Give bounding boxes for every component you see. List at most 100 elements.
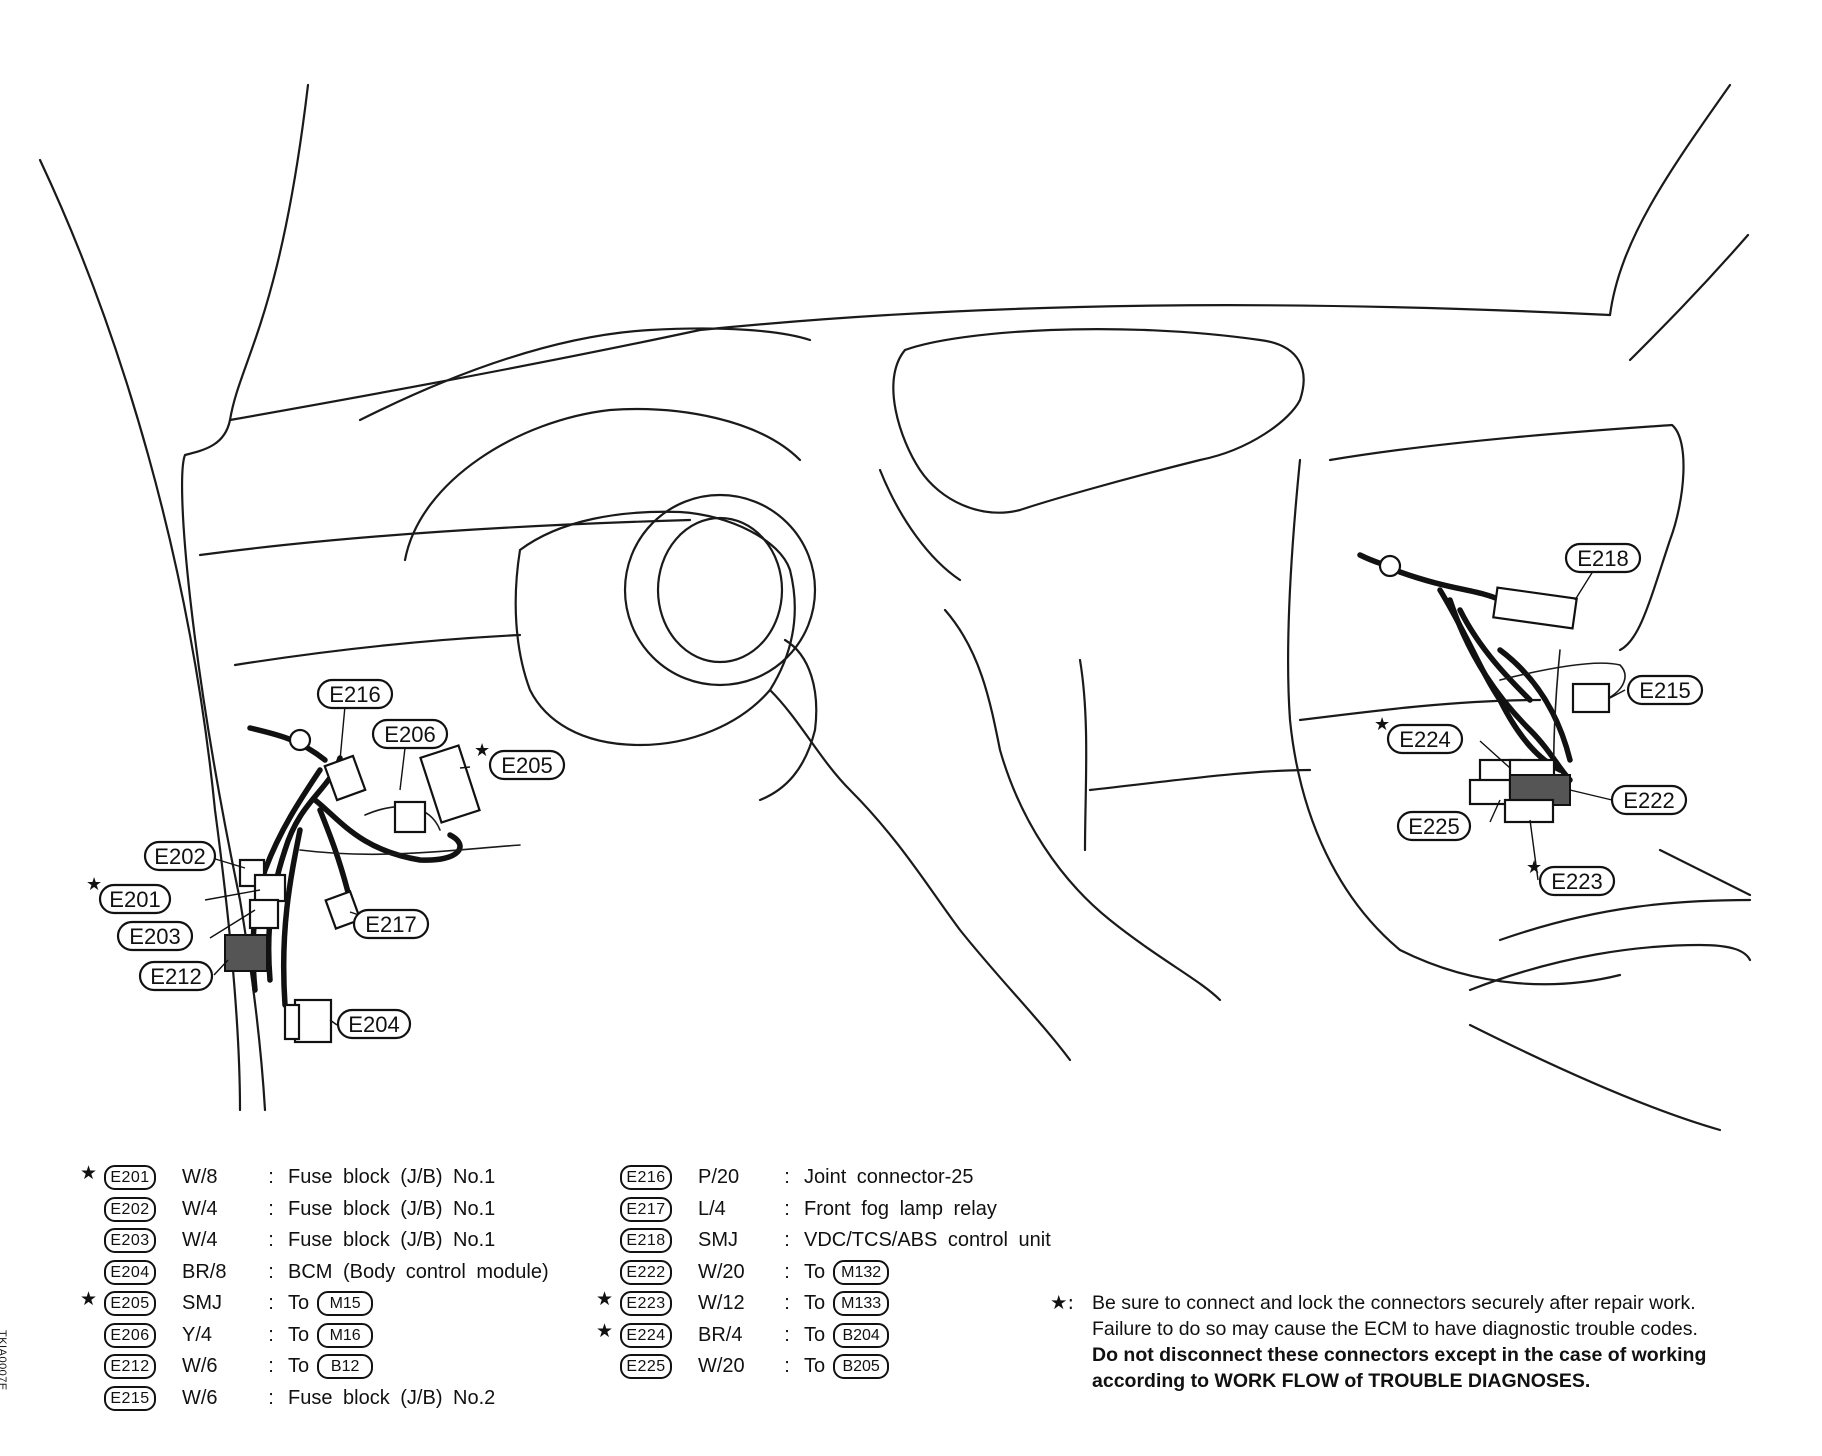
callout-e224: ★ E224: [1374, 714, 1464, 755]
service-note: ★: Be sure to connect and lock the conne…: [1050, 1290, 1706, 1394]
connector-description: Fuse block (J/B) No.1: [288, 1166, 496, 1189]
callout-e216: E216: [316, 678, 394, 710]
connector-reference: B12: [317, 1354, 374, 1380]
callout-e206-label: E206: [384, 722, 435, 747]
note-line-2: Failure to do so may cause the ECM to ha…: [1092, 1318, 1698, 1340]
connector-code: E217: [620, 1196, 672, 1222]
note-line-3: Do not disconnect these connectors excep…: [1092, 1344, 1707, 1366]
wire-spec: W/4: [182, 1197, 218, 1220]
connector-description: To: [804, 1323, 826, 1346]
connector-code: E202: [104, 1196, 156, 1222]
connector-code: E201: [104, 1165, 156, 1191]
separator: :: [784, 1166, 790, 1189]
wire-spec: W/8: [182, 1166, 218, 1189]
legend-row: E206 Y/4 : To M16: [104, 1320, 549, 1352]
wire-spec: W/20: [698, 1260, 745, 1283]
connector-description: Fuse block (J/B) No.1: [288, 1197, 496, 1220]
callout-e202-label: E202: [154, 844, 205, 869]
callout-e216-label: E216: [329, 682, 380, 707]
legend-row: E225 W/20 : To B205: [620, 1351, 1051, 1383]
connector-description: Front fog lamp relay: [804, 1197, 997, 1220]
callout-e217-label: E217: [365, 912, 416, 937]
wire-spec: W/12: [698, 1292, 745, 1315]
connector-code: E205: [104, 1291, 156, 1317]
connector-code: E222: [620, 1259, 672, 1285]
callout-e223-label: E223: [1551, 869, 1602, 894]
wire-spec: W/6: [182, 1355, 218, 1378]
callout-e205: ★ E205: [474, 740, 566, 781]
separator: :: [268, 1197, 274, 1220]
connector-code: E212: [104, 1354, 156, 1380]
wire-spec: BR/8: [182, 1260, 227, 1283]
connector-code: E225: [620, 1354, 672, 1380]
separator: :: [784, 1292, 790, 1315]
dashboard-harness-diagram: E216 E206 ★ E205 E202 ★ E201 E203 E217 E…: [38, 83, 1752, 1132]
callout-e217: E217: [352, 908, 430, 940]
figure-code: TKIA0007E: [0, 1330, 8, 1391]
wire-spec: Y/4: [182, 1323, 213, 1346]
legend-row: E215 W/6 : Fuse block (J/B) No.2: [104, 1383, 549, 1415]
callout-e224-label: E224: [1399, 727, 1450, 752]
left-harness: [224, 725, 521, 1044]
connector-description: VDC/TCS/ABS control unit: [804, 1229, 1051, 1252]
callout-e222-label: E222: [1623, 788, 1674, 813]
connector-description: Fuse block (J/B) No.2: [288, 1386, 496, 1409]
wire-spec: SMJ: [698, 1229, 738, 1252]
body-outline: [38, 83, 1752, 1132]
separator: :: [268, 1355, 274, 1378]
connector-description: To: [804, 1260, 826, 1283]
star-marker: ★: [80, 1288, 98, 1310]
connector-reference: M16: [317, 1322, 374, 1348]
legend-row: ★ E201 W/8 : Fuse block (J/B) No.1: [80, 1162, 549, 1194]
wire-spec: L/4: [698, 1197, 726, 1220]
legend-left-column: ★ E201 W/8 : Fuse block (J/B) No.1 E202 …: [80, 1162, 549, 1415]
separator: :: [784, 1260, 790, 1283]
separator: :: [268, 1386, 274, 1409]
connector-code: E203: [104, 1228, 156, 1254]
callout-e225: E225: [1396, 810, 1472, 842]
wire-spec: SMJ: [182, 1292, 222, 1315]
callout-e225-label: E225: [1408, 814, 1459, 839]
legend-row: ★ E224 BR/4 : To B204: [596, 1320, 1051, 1352]
callout-e218-label: E218: [1577, 546, 1628, 571]
legend-row: ★ E205 SMJ : To M15: [80, 1288, 549, 1320]
wire-spec: W/4: [182, 1229, 218, 1252]
connector-code: E218: [620, 1228, 672, 1254]
callout-e212-label: E212: [150, 964, 201, 989]
callout-e212: E212: [138, 960, 214, 992]
connector-description: Fuse block (J/B) No.1: [288, 1229, 496, 1252]
legend-row: E202 W/4 : Fuse block (J/B) No.1: [104, 1194, 549, 1226]
legend-row: E218 SMJ : VDC/TCS/ABS control unit: [620, 1225, 1051, 1257]
separator: :: [268, 1166, 274, 1189]
callout-e203-label: E203: [129, 924, 180, 949]
connector-description: To: [288, 1323, 310, 1346]
wire-spec: W/20: [698, 1355, 745, 1378]
wire-spec: W/6: [182, 1386, 218, 1409]
callout-e205-label: E205: [501, 753, 552, 778]
connector-reference: B205: [833, 1354, 890, 1380]
connector-description: Joint connector-25: [804, 1166, 974, 1189]
separator: :: [784, 1229, 790, 1252]
star-marker: ★: [80, 1162, 98, 1184]
connector-reference: M15: [317, 1291, 374, 1317]
star-marker: ★: [86, 874, 102, 895]
legend-row: E217 L/4 : Front fog lamp relay: [620, 1194, 1051, 1226]
legend-row: ★ E223 W/12 : To M133: [596, 1288, 1051, 1320]
separator: :: [268, 1229, 274, 1252]
separator: :: [268, 1292, 274, 1315]
legend-row: E222 W/20 : To M132: [620, 1257, 1051, 1289]
callout-e202: E202: [143, 840, 217, 872]
separator: :: [784, 1197, 790, 1220]
separator: :: [784, 1323, 790, 1346]
leader-lines: [204, 559, 1626, 1026]
connector-description: BCM (Body control module): [288, 1260, 549, 1283]
separator: :: [268, 1323, 274, 1346]
callout-e201-label: E201: [109, 887, 160, 912]
star-marker: ★: [1526, 857, 1542, 878]
callout-e222: E222: [1610, 784, 1688, 816]
callout-e204-label: E204: [348, 1012, 399, 1037]
connector-code: E215: [104, 1385, 156, 1411]
separator: :: [268, 1260, 274, 1283]
legend-row: E212 W/6 : To B12: [104, 1351, 549, 1383]
right-harness: [1357, 552, 1626, 824]
